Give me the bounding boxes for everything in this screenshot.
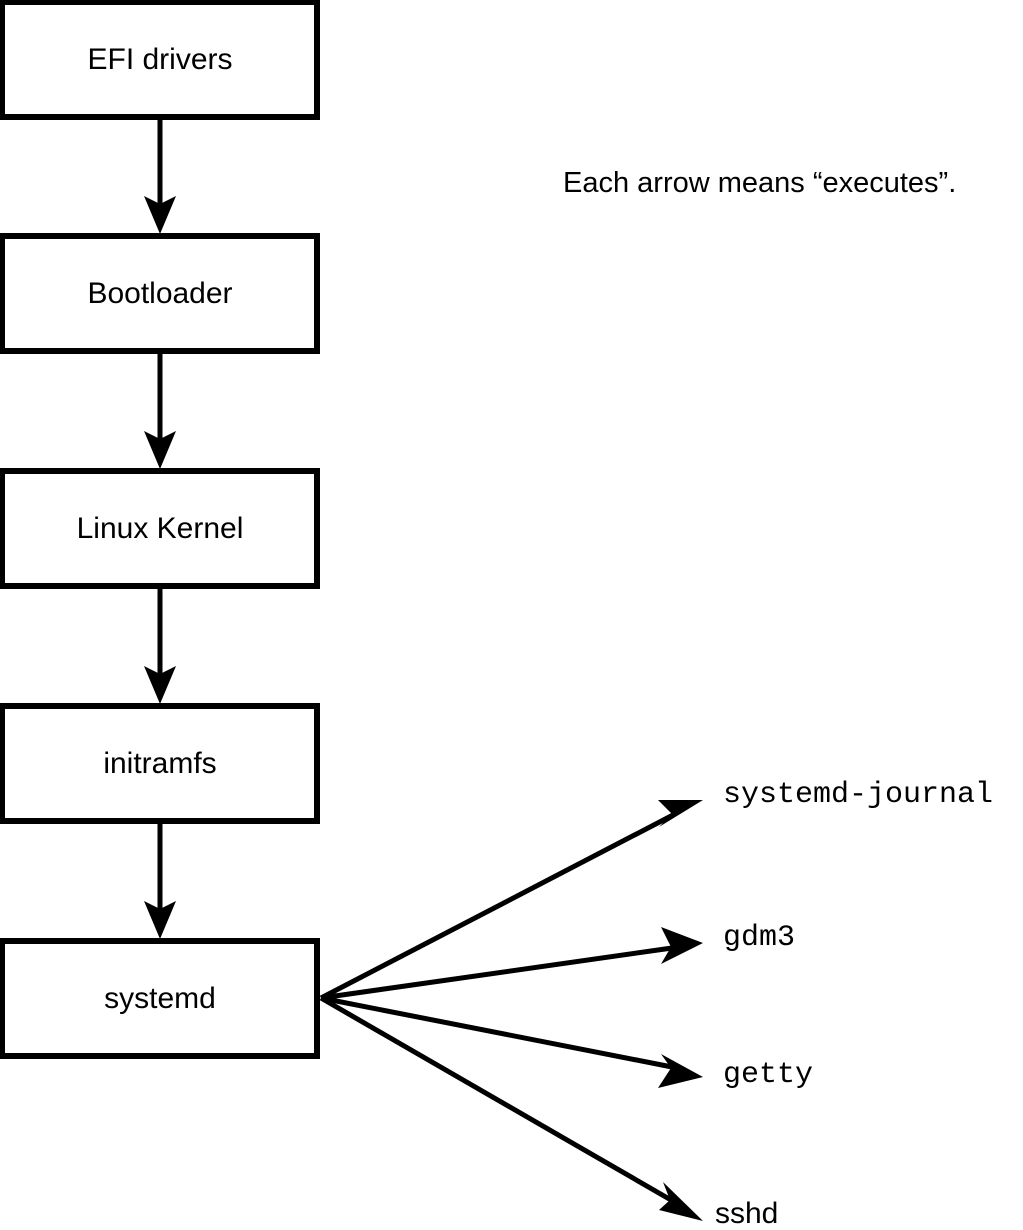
service-label-gdm3: gdm3 [723, 921, 795, 955]
chain-arrow-bootloader-to-kernel [144, 351, 176, 469]
chain-arrow-efi-to-bootloader [144, 117, 176, 234]
node-bootloader[interactable]: Bootloader [0, 233, 320, 354]
node-efi-drivers[interactable]: EFI drivers [0, 0, 320, 120]
fanout-arrow-getty [320, 995, 703, 1088]
node-label-linux-kernel: Linux Kernel [77, 512, 244, 545]
fanout-arrow-sshd [319, 995, 703, 1221]
chain-arrow-kernel-to-initramfs [144, 586, 176, 704]
node-initramfs[interactable]: initramfs [0, 703, 320, 824]
service-label-systemd-journal: systemd-journal [723, 778, 993, 812]
service-label-sshd: sshd [715, 1197, 778, 1230]
node-label-systemd: systemd [104, 982, 216, 1015]
diagram-caption: Each arrow means “executes”. [563, 167, 956, 199]
node-systemd[interactable]: systemd [0, 938, 320, 1059]
node-label-bootloader: Bootloader [87, 277, 232, 310]
fanout-arrow-systemd-journal [319, 800, 703, 1001]
chain-arrow-initramfs-to-systemd [144, 821, 176, 939]
service-label-getty: getty [723, 1058, 813, 1092]
node-linux-kernel[interactable]: Linux Kernel [0, 468, 320, 589]
node-label-efi-drivers: EFI drivers [87, 43, 232, 76]
fanout-arrow-gdm3 [320, 927, 703, 1001]
node-label-initramfs: initramfs [103, 747, 216, 780]
